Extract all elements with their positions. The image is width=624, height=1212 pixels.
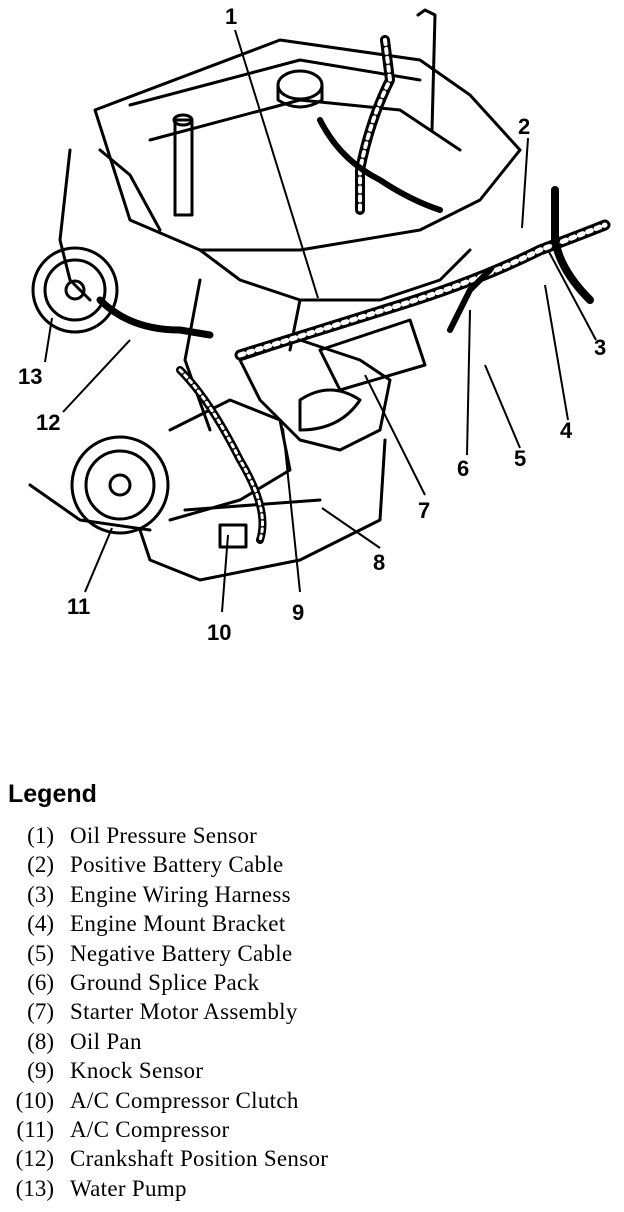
legend-item: (5) Negative Battery Cable [0,941,624,970]
legend-item-label: Starter Motor Assembly [70,999,298,1025]
legend-item-label: A/C Compressor [70,1117,230,1142]
legend-item-number: (5) [27,940,54,966]
callout-4: 4 [560,418,573,443]
legend-item-number: (13) [15,1175,54,1201]
callout-numbers: 1 2 3 4 5 6 7 8 9 10 11 12 13 [18,4,606,645]
callout-6: 6 [457,456,469,481]
callout-10: 10 [207,620,231,645]
ac-compressor-clutch [70,435,170,535]
leader-10 [221,534,229,613]
legend-item: (1) Oil Pressure Sensor [0,823,624,852]
engine-top-outline [93,38,522,252]
legend-item-label: Water Pump [70,1175,187,1201]
legend-item: (4) Engine Mount Bracket [0,911,624,940]
legend-item: (3) Engine Wiring Harness [0,882,624,911]
legend-item-number: (10) [15,1087,54,1113]
legend-item-label: Positive Battery Cable [70,852,284,878]
legend-item-label: Engine Mount Bracket [70,911,286,937]
callout-2: 2 [518,114,530,139]
legend-title: Legend [8,780,97,808]
leader-3 [547,249,597,341]
legend-item-label: A/C Compressor Clutch [70,1087,299,1113]
leader-9 [282,427,301,593]
leader-4 [544,284,569,421]
callout-5: 5 [514,446,526,471]
legend-item-label: Oil Pressure Sensor [70,823,258,848]
callout-11: 11 [67,594,90,619]
leader-13 [44,317,53,363]
oil-cap [276,69,324,101]
legend-item-number: (4) [27,911,54,937]
oil-pan-outline [138,438,387,582]
leader-1 [234,29,319,299]
legend-item: (7) Starter Motor Assembly [0,999,624,1028]
legend-item-number: (3) [27,881,54,907]
water-pump-pulley [31,246,119,334]
legend-item-number: (7) [27,999,54,1025]
legend-item: (11) A/C Compressor [0,1117,624,1146]
legend-item: (2) Positive Battery Cable [0,852,624,881]
legend-item-number: (9) [27,1058,54,1084]
legend-item: (6) Ground Splice Pack [0,970,624,999]
legend-item-number: (6) [27,970,54,995]
leader-5 [484,364,521,449]
callout-1: 1 [225,4,237,29]
legend-item: (8) Oil Pan [0,1029,624,1058]
legend-item-label: Oil Pan [70,1028,142,1054]
legend-item-number: (11) [16,1117,54,1142]
leader-2 [521,137,529,229]
legend-item-number: (1) [27,823,54,848]
callout-7: 7 [418,498,430,523]
engine-illustration: 1 2 3 4 5 6 7 8 9 10 11 12 13 [18,4,611,645]
leader-12 [62,339,131,413]
callout-9: 9 [292,600,304,625]
legend-item-number: (2) [27,852,54,878]
legend-item-label: Crankshaft Position Sensor [70,1146,329,1172]
leader-7 [364,374,426,496]
legend-item-label: Negative Battery Cable [70,940,293,966]
leader-8 [321,507,381,549]
legend-item-label: Engine Wiring Harness [70,881,291,907]
legend-item-label: Knock Sensor [70,1058,204,1084]
callout-3: 3 [594,335,606,360]
block-lower [238,338,392,452]
callout-12: 12 [36,410,60,435]
legend-item: (10) A/C Compressor Clutch [0,1088,624,1117]
callout-8: 8 [373,550,385,575]
legend-item-number: (12) [15,1146,54,1172]
legend-item-number: (8) [27,1028,54,1054]
legend-item: (12) Crankshaft Position Sensor [0,1146,624,1175]
starter-motor [318,318,427,392]
callout-13: 13 [18,364,42,389]
legend-item-label: Ground Splice Pack [70,970,260,995]
leader-11 [84,527,113,593]
legend-item: (13) Water Pump [0,1176,624,1205]
leader-6 [466,309,471,456]
legend-item: (9) Knock Sensor [0,1058,624,1087]
